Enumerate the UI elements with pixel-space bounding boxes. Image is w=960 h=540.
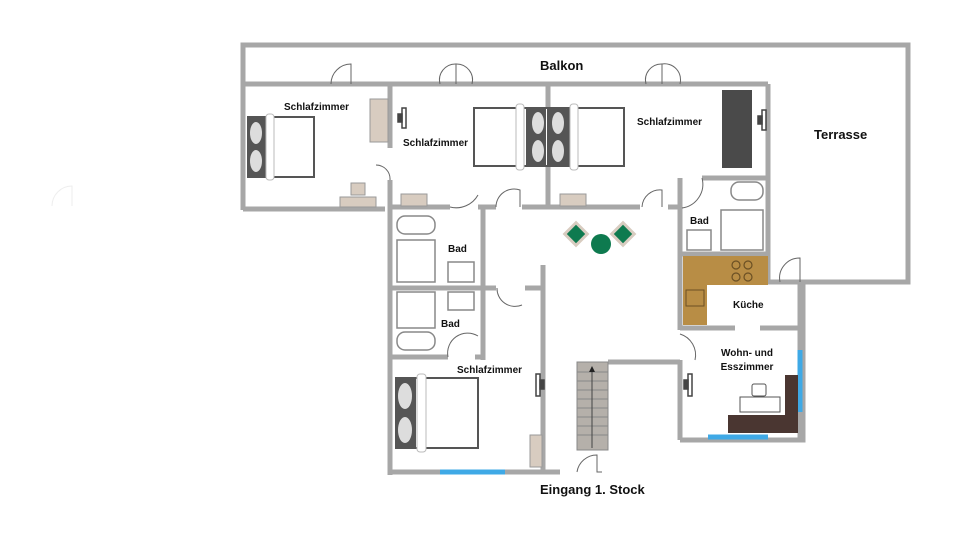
toilet-icon: [730, 181, 764, 201]
living-furniture: [728, 375, 798, 433]
furniture: [339, 98, 587, 468]
room-label-bath-1: Bad: [448, 244, 467, 255]
bed-icon: [247, 113, 315, 181]
bed-icon: [549, 103, 625, 171]
shower-icon: [396, 239, 436, 283]
toilet-icon: [396, 215, 436, 235]
door-icon: [449, 194, 479, 209]
door-icon: [779, 257, 801, 283]
toilet-icon: [396, 331, 436, 351]
dresser-icon: [400, 193, 428, 207]
windows: [440, 350, 803, 475]
entrance-label: Eingang 1. Stock: [540, 482, 645, 497]
armchair-icon: [609, 220, 637, 248]
door-icon: [375, 164, 391, 181]
round-table-icon: [591, 234, 611, 254]
chair-icon: [751, 383, 767, 397]
staircase: [576, 361, 609, 451]
kitchen-sink-icon: [685, 289, 705, 307]
room-label-kitchen: Küche: [733, 300, 764, 311]
room-label-bedroom-2: Schlafzimmer: [403, 138, 469, 149]
entrance-door-icon: [576, 454, 602, 473]
double-door-icon: [645, 63, 682, 85]
room-label-bedroom-1: Schlafzimmer: [284, 102, 350, 113]
chair-icon: [350, 182, 366, 196]
lounge-set: [562, 220, 637, 254]
room-label-living-line1: Wohn- und: [720, 348, 774, 359]
room-label-terrace: Terrasse: [814, 127, 868, 142]
room-label-bath-3: Bad: [690, 216, 709, 227]
arrow-up-icon: [589, 366, 595, 372]
shower-icon: [396, 291, 436, 329]
door-icon: [496, 287, 523, 307]
double-door-icon: [439, 63, 473, 85]
doors: [330, 63, 801, 473]
bed-icon: [473, 103, 549, 171]
table-icon: [739, 396, 781, 413]
door-icon: [447, 332, 479, 358]
door-icon: [679, 333, 697, 361]
kitchen-counter: [683, 256, 768, 325]
sink-icon: [686, 229, 712, 251]
corner-sofa-icon: [728, 375, 798, 433]
desk-icon: [339, 196, 377, 208]
shower-icon: [720, 209, 764, 251]
room-label-living: Wohn- und Esszimmer: [715, 348, 779, 373]
wardrobe-icon: [369, 98, 389, 143]
armchair-icon: [562, 220, 590, 248]
walls: [240, 42, 911, 475]
door-icon: [330, 63, 352, 85]
room-label-bedroom-3: Schlafzimmer: [637, 117, 703, 128]
bath-fixtures: [396, 181, 764, 351]
bed-icon: [395, 373, 479, 453]
sofa-icon: [722, 90, 752, 168]
faint-door-icon: [51, 185, 73, 207]
stove-icon: [731, 260, 753, 282]
tv-icon: [397, 107, 767, 397]
sink-icon: [447, 261, 475, 283]
door-icon: [681, 177, 704, 209]
room-label-balcony: Balkon: [540, 58, 584, 73]
room-label-living-line2: Esszimmer: [720, 362, 774, 373]
dresser-icon: [559, 193, 587, 207]
room-label-bedroom-4: Schlafzimmer: [457, 365, 523, 376]
door-icon: [641, 189, 663, 208]
wardrobe-icon: [529, 434, 543, 468]
door-icon: [495, 188, 521, 208]
room-label-bath-2: Bad: [441, 319, 460, 330]
sink-icon: [447, 291, 475, 311]
